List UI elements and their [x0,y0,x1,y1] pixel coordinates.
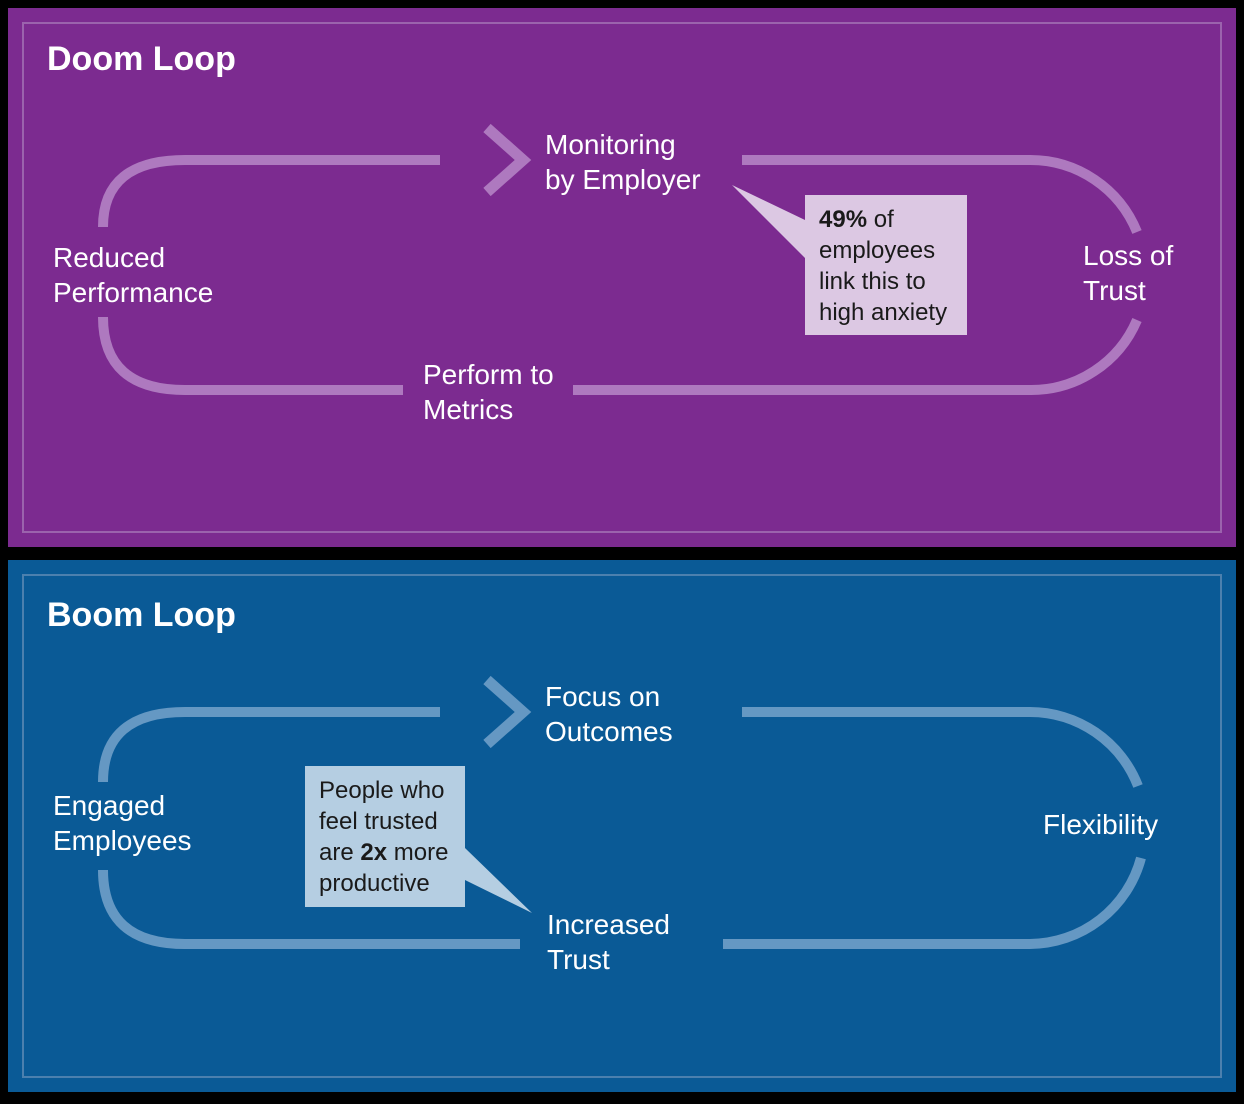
doom-loop-diagram [98,123,1142,396]
boom-loop-diagram [98,675,1146,949]
boom-callout-pointer [465,848,532,913]
boom-loop-segment-top-right [742,707,1143,788]
boom-panel-title: Boom Loop [47,596,236,634]
node-flexibility: Flexibility [1043,809,1159,840]
doom-loop-segment-top-right [742,154,1142,234]
boom-loop-segment-bottom-left [98,869,520,949]
doom-panel-title: Doom Loop [47,40,236,78]
boom-loop-segment-top-left [98,707,440,783]
doom-arrowhead-icon [483,123,532,197]
doom-loop-segment-top-left [98,155,440,228]
doom-callout-pointer [732,185,805,258]
boom-loop-segment-bottom-right [723,856,1146,949]
doom-loop-segment-bottom-left [98,316,403,395]
doom-loop-segment-bottom-right [573,317,1142,396]
boom-arrowhead-icon [483,675,532,749]
